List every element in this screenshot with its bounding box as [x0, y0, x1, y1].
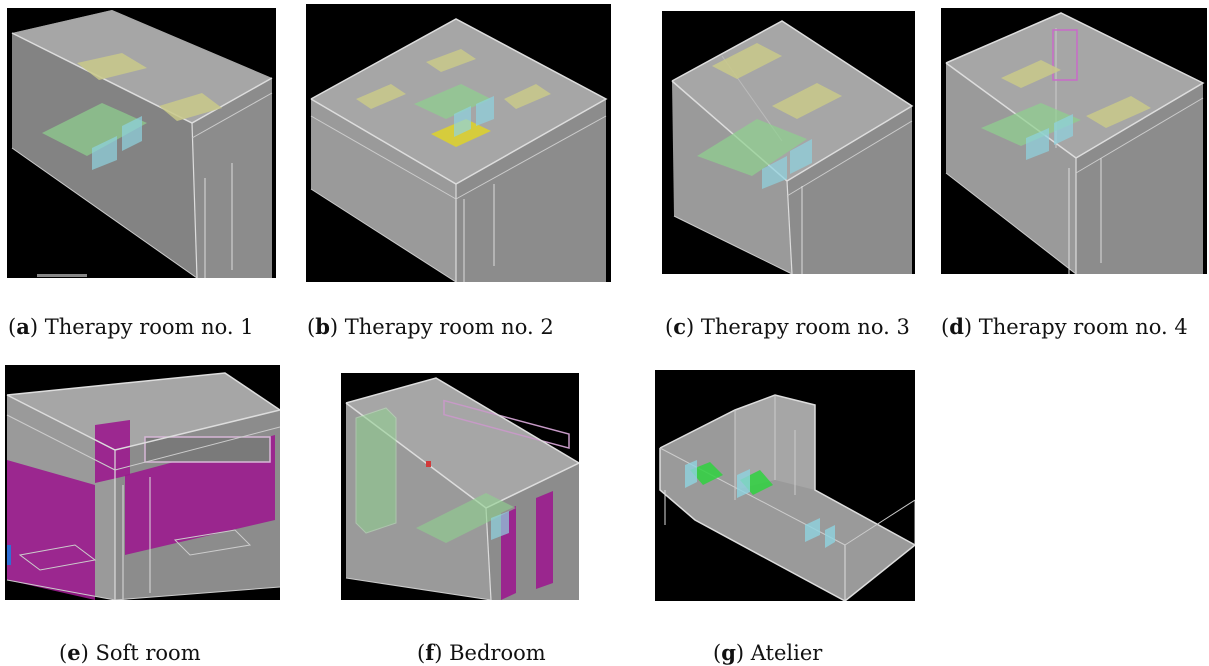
- figure-panel-d: [941, 8, 1207, 274]
- room-render-f: [341, 373, 579, 600]
- caption-b: (b) Therapy room no. 2: [307, 314, 554, 339]
- caption-c: (c) Therapy room no. 3: [665, 314, 910, 339]
- caption-f: (f) Bedroom: [417, 640, 546, 665]
- figure-panel-b: [306, 4, 611, 282]
- figure-panel-c: [662, 11, 915, 274]
- caption-e: (e) Soft room: [59, 640, 201, 665]
- room-render-d: [941, 8, 1207, 274]
- caption-g: (g) Atelier: [713, 640, 823, 665]
- room-render-g: [655, 370, 915, 601]
- figure-panel-e: [5, 365, 280, 600]
- caption-d: (d) Therapy room no. 4: [941, 314, 1188, 339]
- room-render-a: [7, 8, 276, 278]
- figure-panel-f: [341, 373, 579, 600]
- caption-a: (a) Therapy room no. 1: [8, 314, 254, 339]
- room-render-b: [306, 4, 611, 282]
- figure-panel-a: [7, 8, 276, 278]
- room-render-e: [5, 365, 280, 600]
- room-render-c: [662, 11, 915, 274]
- figure-panel-g: [655, 370, 915, 601]
